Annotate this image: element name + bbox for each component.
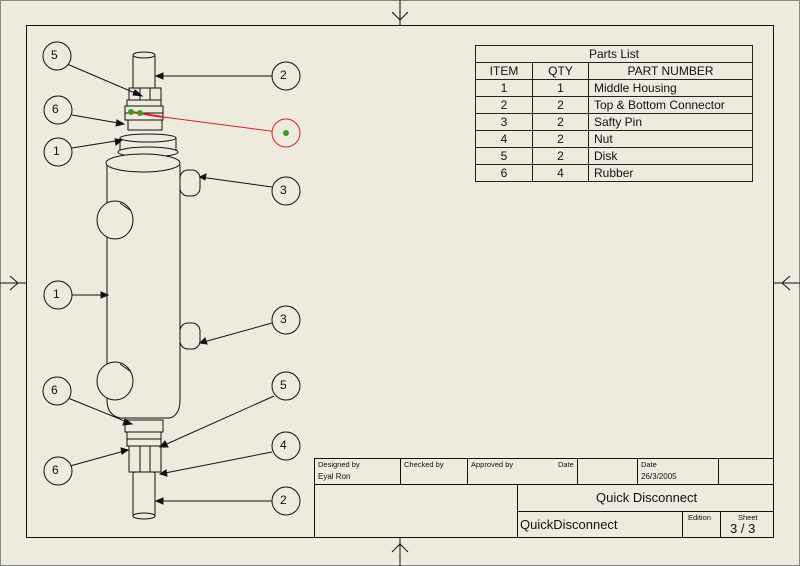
selected-dot — [283, 130, 289, 136]
date-value: 26/3/2005 — [641, 472, 677, 481]
item-cell: 2 — [475, 96, 533, 114]
part-cell: Disk — [588, 147, 753, 165]
part-cell: Rubber — [588, 164, 753, 182]
center-mark-right — [774, 275, 800, 291]
balloon-6-lower-label: 6 — [51, 383, 58, 397]
qty-cell: 2 — [532, 113, 589, 131]
balloon-2-bottom-label: 2 — [280, 493, 287, 507]
item-cell: 3 — [475, 113, 533, 131]
center-mark-bottom — [391, 538, 409, 566]
sheet-number: 3 / 3 — [730, 521, 756, 536]
balloon-3-upper-label: 3 — [280, 183, 287, 197]
approved-date-label: Date — [558, 460, 574, 469]
center-mark-left — [0, 275, 26, 291]
header-part-number: PART NUMBER — [588, 62, 753, 80]
part-cell: Middle Housing — [588, 79, 753, 97]
balloon-1-mid — [43, 280, 73, 310]
table-row: 2 2 Top & Bottom Connector — [475, 96, 753, 114]
parts-list-header-row: ITEM QTY PART NUMBER — [475, 62, 753, 80]
balloon-1-top-label: 1 — [53, 144, 60, 158]
balloon-6-bottom-label: 6 — [52, 463, 59, 477]
designed-by-value: Eyal Ron — [318, 472, 351, 481]
balloon-3-upper — [271, 176, 301, 206]
balloon-2-top-label: 2 — [280, 68, 287, 82]
approved-by-label: Approved by — [471, 460, 514, 469]
item-cell: 1 — [475, 79, 533, 97]
table-row: 3 2 Safty Pin — [475, 113, 753, 131]
balloon-3-lower — [271, 305, 301, 335]
part-cell: Safty Pin — [588, 113, 753, 131]
balloon-1-top — [43, 137, 73, 167]
qty-cell: 4 — [532, 164, 589, 182]
parts-list-table: Parts List ITEM QTY PART NUMBER 1 1 Midd… — [475, 45, 753, 182]
balloon-3-lower-label: 3 — [280, 312, 287, 326]
checked-by-label: Checked by — [404, 460, 444, 469]
balloon-5-top — [42, 41, 72, 71]
balloon-2-top — [271, 61, 301, 91]
balloon-6-bottom — [43, 456, 73, 486]
date-label: Date — [641, 460, 657, 469]
header-item: ITEM — [475, 62, 533, 80]
table-row: 5 2 Disk — [475, 147, 753, 165]
item-cell: 4 — [475, 130, 533, 148]
balloon-4 — [271, 431, 301, 461]
balloon-1-mid-label: 1 — [53, 287, 60, 301]
leader-lines — [66, 63, 275, 505]
table-row: 1 1 Middle Housing — [475, 79, 753, 97]
balloon-6-top-label: 6 — [52, 102, 59, 116]
balloon-5-lower — [271, 371, 301, 401]
edition-label: Edition — [688, 513, 711, 522]
qty-cell: 2 — [532, 130, 589, 148]
balloon-6-top — [43, 95, 73, 125]
table-row: 4 2 Nut — [475, 130, 753, 148]
header-qty: QTY — [532, 62, 589, 80]
sheet-label: Sheet — [738, 513, 758, 522]
file-name: QuickDisconnect — [520, 517, 618, 532]
table-row: 6 4 Rubber — [475, 164, 753, 182]
balloon-5-lower-label: 5 — [280, 378, 287, 392]
balloon-2-bottom — [271, 486, 301, 516]
parts-list-title: Parts List — [475, 45, 753, 63]
qty-cell: 2 — [532, 147, 589, 165]
qty-cell: 2 — [532, 96, 589, 114]
part-cell: Top & Bottom Connector — [588, 96, 753, 114]
assembly-drawing — [96, 51, 201, 520]
center-mark-top — [391, 0, 409, 25]
title-block-frame — [314, 458, 774, 538]
part-cell: Nut — [588, 130, 753, 148]
balloon-6-lower — [42, 376, 72, 406]
item-cell: 5 — [475, 147, 533, 165]
balloon-5-top-label: 5 — [51, 48, 58, 62]
designed-by-label: Designed by — [318, 460, 360, 469]
item-cell: 6 — [475, 164, 533, 182]
drawing-title: Quick Disconnect — [596, 490, 698, 505]
balloon-4-label: 4 — [280, 438, 287, 452]
qty-cell: 1 — [532, 79, 589, 97]
selection-highlight — [128, 109, 287, 134]
